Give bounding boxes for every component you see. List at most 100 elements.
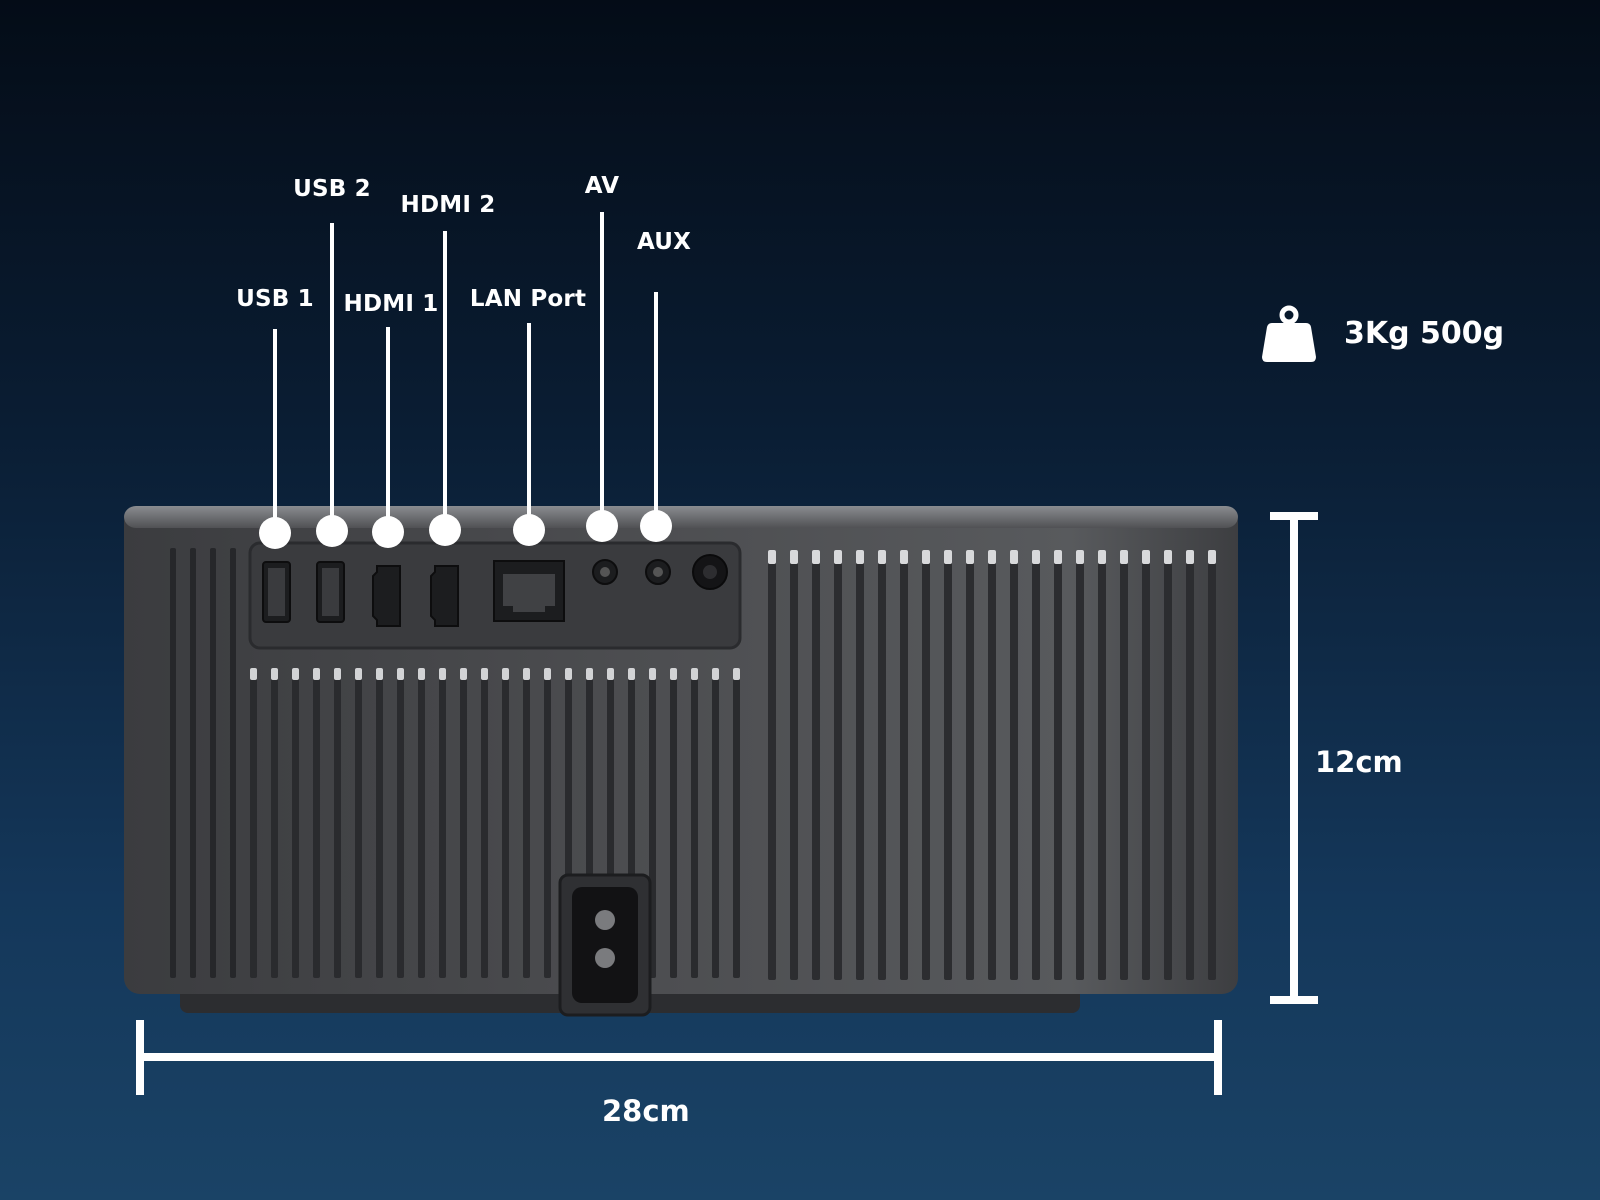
vent-slot xyxy=(565,668,572,680)
vent-slot xyxy=(834,550,842,564)
vent-slot xyxy=(988,550,996,980)
vent-slot xyxy=(544,668,551,680)
vent-slot xyxy=(670,668,677,978)
vent-slot xyxy=(966,550,974,564)
height-dimension-bar xyxy=(1290,512,1298,1000)
width-dimension-cap-right xyxy=(1214,1020,1222,1095)
port-label-lan: LAN Port xyxy=(469,286,587,312)
weight-icon xyxy=(1262,305,1316,362)
leader-line-hdmi2 xyxy=(443,231,447,531)
vent-slot xyxy=(418,668,425,680)
vent-slots xyxy=(170,548,1216,980)
vent-slot xyxy=(607,668,614,680)
vent-slot xyxy=(170,548,176,978)
vent-slot xyxy=(768,550,776,564)
vent-slot xyxy=(250,668,257,680)
port-marker-usb2 xyxy=(316,515,348,547)
vent-slot xyxy=(878,550,886,980)
vent-slot xyxy=(439,668,446,978)
vent-slot xyxy=(271,668,278,680)
vent-slot xyxy=(418,668,425,978)
vent-slot xyxy=(944,550,952,980)
vent-slot xyxy=(733,668,740,680)
vent-slot xyxy=(1098,550,1106,980)
vent-slot xyxy=(900,550,908,564)
vent-slot xyxy=(966,550,974,980)
vent-slot xyxy=(1032,550,1040,564)
vent-slot xyxy=(1208,550,1216,564)
vent-slot xyxy=(502,668,509,680)
vent-slot xyxy=(1142,550,1150,564)
height-dimension-cap-bottom xyxy=(1270,996,1318,1004)
vent-slot xyxy=(691,668,698,978)
vent-slot xyxy=(586,668,593,680)
vent-slot xyxy=(1164,550,1172,980)
vent-slot xyxy=(1186,550,1194,980)
width-dimension-label: 28cm xyxy=(602,1094,690,1128)
port-marker-av xyxy=(586,510,618,542)
vent-slot xyxy=(523,668,530,680)
vent-slot xyxy=(334,668,341,978)
port-marker-hdmi2 xyxy=(429,514,461,546)
power-socket xyxy=(572,887,638,1003)
av-jack-hole xyxy=(600,567,610,577)
vent-slot xyxy=(376,668,383,680)
hdmi1-port xyxy=(372,565,401,627)
projector-top-edge xyxy=(124,506,1238,528)
vent-slot xyxy=(523,668,530,978)
leader-line-usb1 xyxy=(273,329,277,532)
vent-slot xyxy=(1208,550,1216,980)
lan-port-inner xyxy=(503,574,555,612)
vent-slot xyxy=(1142,550,1150,980)
vent-slot xyxy=(988,550,996,564)
vent-slot xyxy=(502,668,509,978)
vent-slot xyxy=(790,550,798,980)
vent-slot xyxy=(230,548,236,978)
vent-slot xyxy=(733,668,740,978)
vent-slot xyxy=(250,668,257,978)
vent-slot xyxy=(355,668,362,978)
vent-slot xyxy=(649,668,656,680)
vent-slot xyxy=(210,548,216,978)
vent-slot xyxy=(900,550,908,980)
vent-slot xyxy=(856,550,864,564)
vent-slot xyxy=(834,550,842,980)
vent-slot xyxy=(712,668,719,680)
vent-slot xyxy=(292,668,299,680)
vent-slot xyxy=(670,668,677,680)
power-pin-bottom xyxy=(595,948,615,968)
vent-slot xyxy=(812,550,820,564)
height-dimension-label: 12cm xyxy=(1315,745,1403,779)
vent-slot xyxy=(334,668,341,680)
weight-info: 3Kg 500g xyxy=(1262,304,1504,362)
leader-line-lan xyxy=(527,323,531,530)
vent-slot xyxy=(544,668,551,978)
vent-slot xyxy=(712,668,719,978)
vent-slot xyxy=(439,668,446,680)
vent-slot xyxy=(481,668,488,978)
port-label-usb1: USB 1 xyxy=(236,286,314,312)
width-dimension-cap-left xyxy=(136,1020,144,1095)
port-marker-lan xyxy=(513,514,545,546)
vent-slot xyxy=(376,668,383,978)
vent-slot xyxy=(1076,550,1084,980)
port-marker-hdmi1 xyxy=(372,516,404,548)
leader-line-av xyxy=(600,212,604,526)
leader-line-usb2 xyxy=(330,223,334,532)
vent-slot xyxy=(397,668,404,978)
vent-slot xyxy=(355,668,362,680)
vent-slot xyxy=(1120,550,1128,980)
vent-slot xyxy=(460,668,467,978)
port-marker-usb1 xyxy=(259,517,291,549)
vent-slot xyxy=(313,668,320,978)
vent-slot xyxy=(944,550,952,564)
width-dimension-bar xyxy=(136,1053,1222,1061)
port-label-hdmi2: HDMI 2 xyxy=(400,192,496,218)
port-label-av: AV xyxy=(584,173,620,199)
usb2-port-inner xyxy=(322,568,339,616)
vent-slot xyxy=(1010,550,1018,980)
vent-slot xyxy=(1054,550,1062,564)
vent-slot xyxy=(878,550,886,564)
vent-slot xyxy=(1076,550,1084,564)
